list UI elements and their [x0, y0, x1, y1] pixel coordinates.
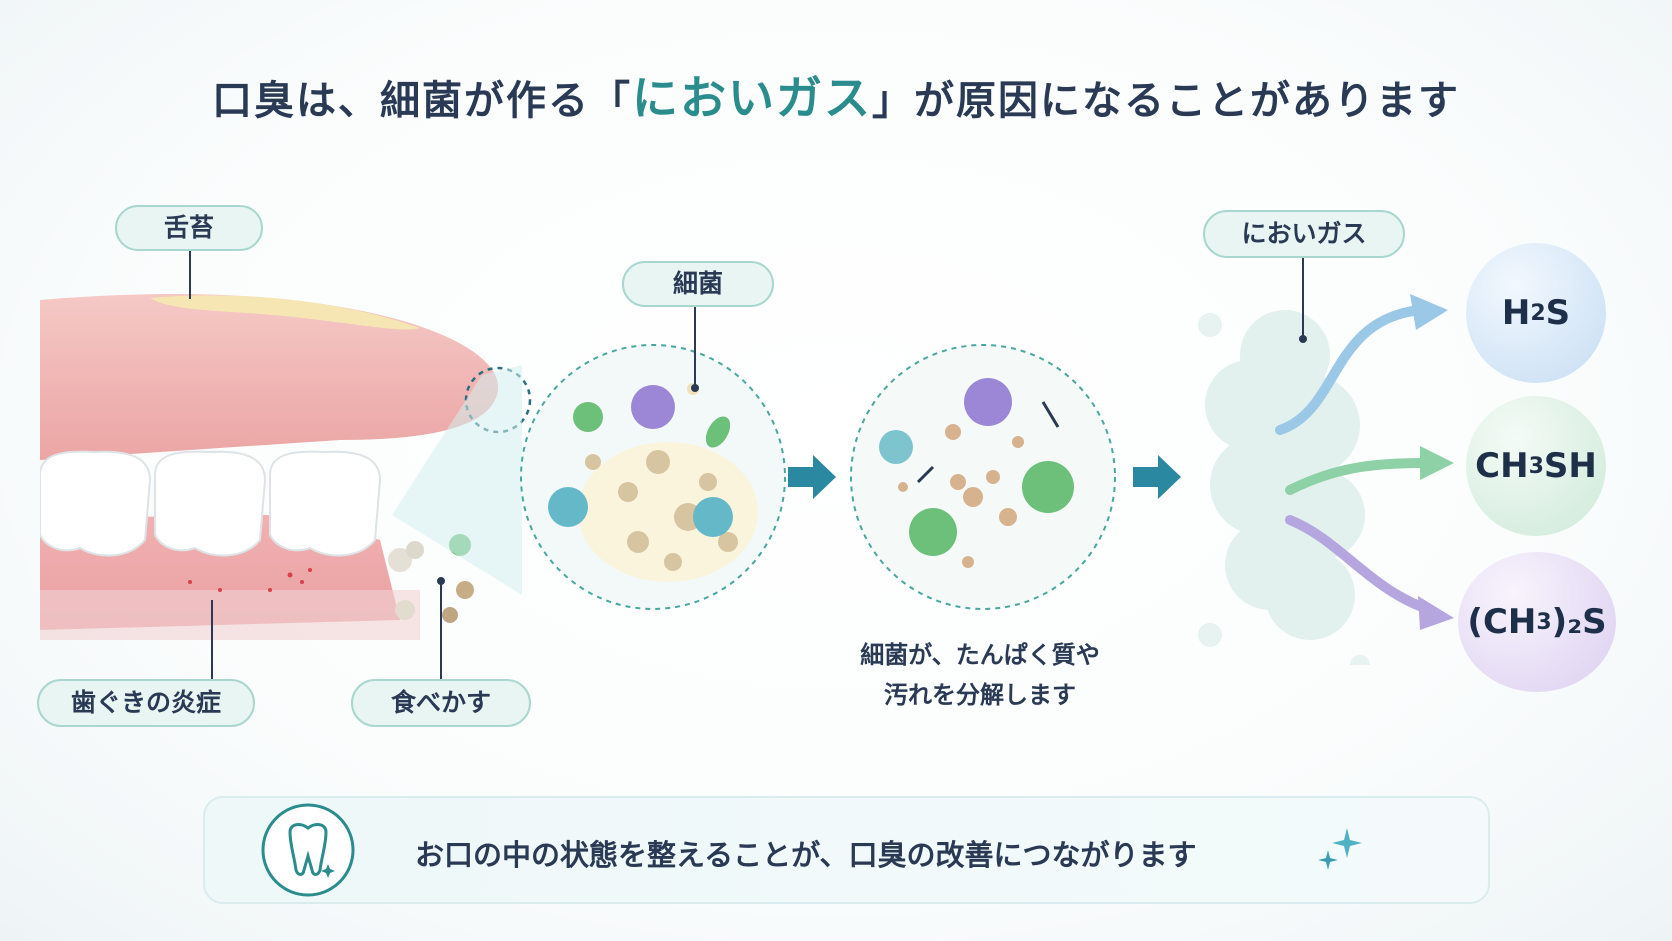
process-arrow-1 — [788, 455, 836, 499]
decomposition-circle — [850, 344, 1116, 610]
title-part-2: 」が原因になることがあります — [872, 78, 1460, 124]
leader-tongue-coating — [189, 251, 191, 299]
label-odor-gas: においガス — [1203, 210, 1405, 258]
leader-odor-gas — [1302, 258, 1304, 338]
gas-arrows — [1275, 294, 1454, 630]
bottom-banner — [203, 796, 1490, 904]
mouth-illustration — [40, 294, 532, 640]
page-title: 口臭は、細菌が作る「においガス」が原因になることがあります — [0, 62, 1672, 128]
caption-line-1: 細菌が、たんぱく質や — [860, 641, 1100, 669]
leader-odor-gas-dot — [1299, 335, 1307, 343]
gum-inflammation-spots — [188, 568, 312, 592]
title-part-1: 口臭は、細菌が作る「 — [212, 78, 632, 124]
tongue-shape — [40, 294, 499, 460]
decomposition-caption: 細菌が、たんぱく質や 汚れを分解します — [800, 635, 1160, 715]
odor-gas-cloud — [1198, 310, 1370, 665]
leader-food-debris-dot — [437, 577, 445, 585]
caption-line-2: 汚れを分解します — [884, 681, 1076, 709]
label-bacteria: 細菌 — [622, 261, 774, 307]
leader-bacteria — [694, 307, 696, 385]
zoom-cone — [392, 365, 522, 595]
teeth — [40, 450, 382, 557]
label-food-debris: 食べかす — [351, 679, 531, 727]
label-tongue-coating: 舌苔 — [115, 205, 263, 251]
leader-gum-inflammation — [211, 600, 213, 679]
bacteria-zoom-circle — [520, 344, 786, 610]
banner-message: お口の中の状態を整えることが、口臭の改善につながります — [415, 838, 1197, 872]
tooth-icon — [261, 803, 355, 897]
leader-food-debris — [440, 580, 442, 679]
title-highlight: においガス — [632, 71, 872, 125]
process-arrow-2 — [1133, 455, 1181, 499]
tongue-coating-shape — [150, 295, 420, 330]
sparkle-icon — [1318, 828, 1362, 870]
leader-bacteria-dot — [691, 384, 699, 392]
label-gum-inflammation: 歯ぐきの炎症 — [37, 679, 255, 727]
